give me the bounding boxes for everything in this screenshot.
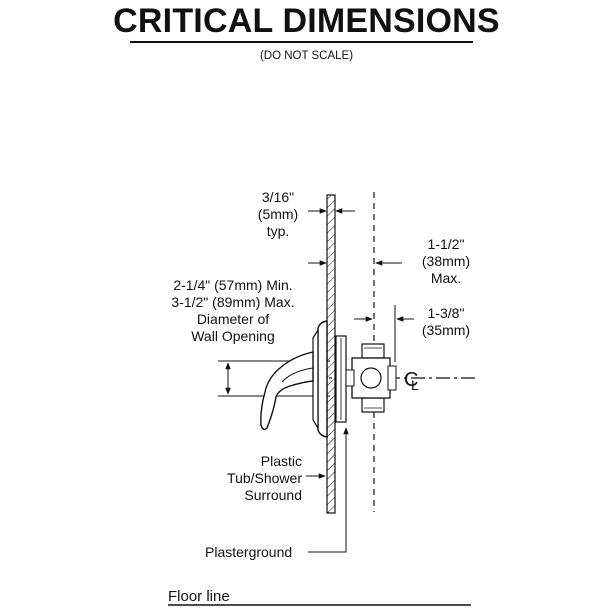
wall-opening-label: 2-1/4" (57mm) Min. 3-1/2" (89mm) Max. Di…	[152, 277, 314, 345]
wall-opening-desc-1: Diameter of	[196, 311, 270, 327]
plasterground-label: Plasterground	[205, 544, 293, 560]
valve-offset-label: 1-3/8" (35mm)	[416, 305, 476, 339]
max-depth-label: 1-1/2" (38mm) Max.	[414, 236, 478, 287]
max-depth-note: Max.	[430, 270, 462, 286]
title-underline	[130, 41, 473, 43]
wall-opening-max: 3-1/2" (89mm) Max.	[171, 294, 295, 310]
page-title: CRITICAL DIMENSIONS	[113, 2, 500, 40]
wall-thickness-fraction: 3/16"	[261, 189, 295, 205]
max-depth-fraction: 1-1/2"	[427, 236, 465, 252]
valve-cartridge	[360, 367, 382, 389]
max-depth-metric: (38mm)	[421, 253, 471, 269]
surround-line-2: Tub/Shower	[227, 470, 302, 486]
floor-line-label: Floor line	[168, 588, 230, 605]
valve-body-bottom	[361, 397, 385, 413]
handle-lever-detail	[281, 367, 314, 383]
surround-line-1: Plastic	[260, 453, 302, 469]
escutcheon-inner	[312, 327, 319, 431]
wall-thickness-label: 3/16" (5mm) typ.	[246, 189, 310, 240]
wall-section	[326, 194, 336, 514]
valve-offset-metric: (35mm)	[421, 322, 471, 338]
centerline-symbol: C	[404, 369, 418, 391]
plasterground-leader	[308, 427, 349, 553]
wall-opening-desc-2: Wall Opening	[191, 328, 275, 344]
centerline-symbol-l: L	[411, 377, 419, 393]
wall-thickness-note: typ.	[266, 223, 290, 239]
page-subtitle: (DO NOT SCALE)	[259, 50, 354, 62]
wall-opening-min: 2-1/4" (57mm) Min.	[173, 277, 293, 293]
valve-offset-fraction: 1-3/8"	[427, 305, 465, 321]
surround-label: Plastic Tub/Shower Surround	[210, 453, 302, 504]
wall-thickness-metric: (5mm)	[257, 206, 299, 222]
valve-side-port	[387, 365, 397, 391]
valve-stem	[345, 369, 355, 387]
surround-line-3: Surround	[244, 487, 302, 503]
handle-lever	[260, 351, 314, 431]
valve-body-top	[361, 343, 385, 359]
escutcheon-plate	[317, 320, 328, 438]
